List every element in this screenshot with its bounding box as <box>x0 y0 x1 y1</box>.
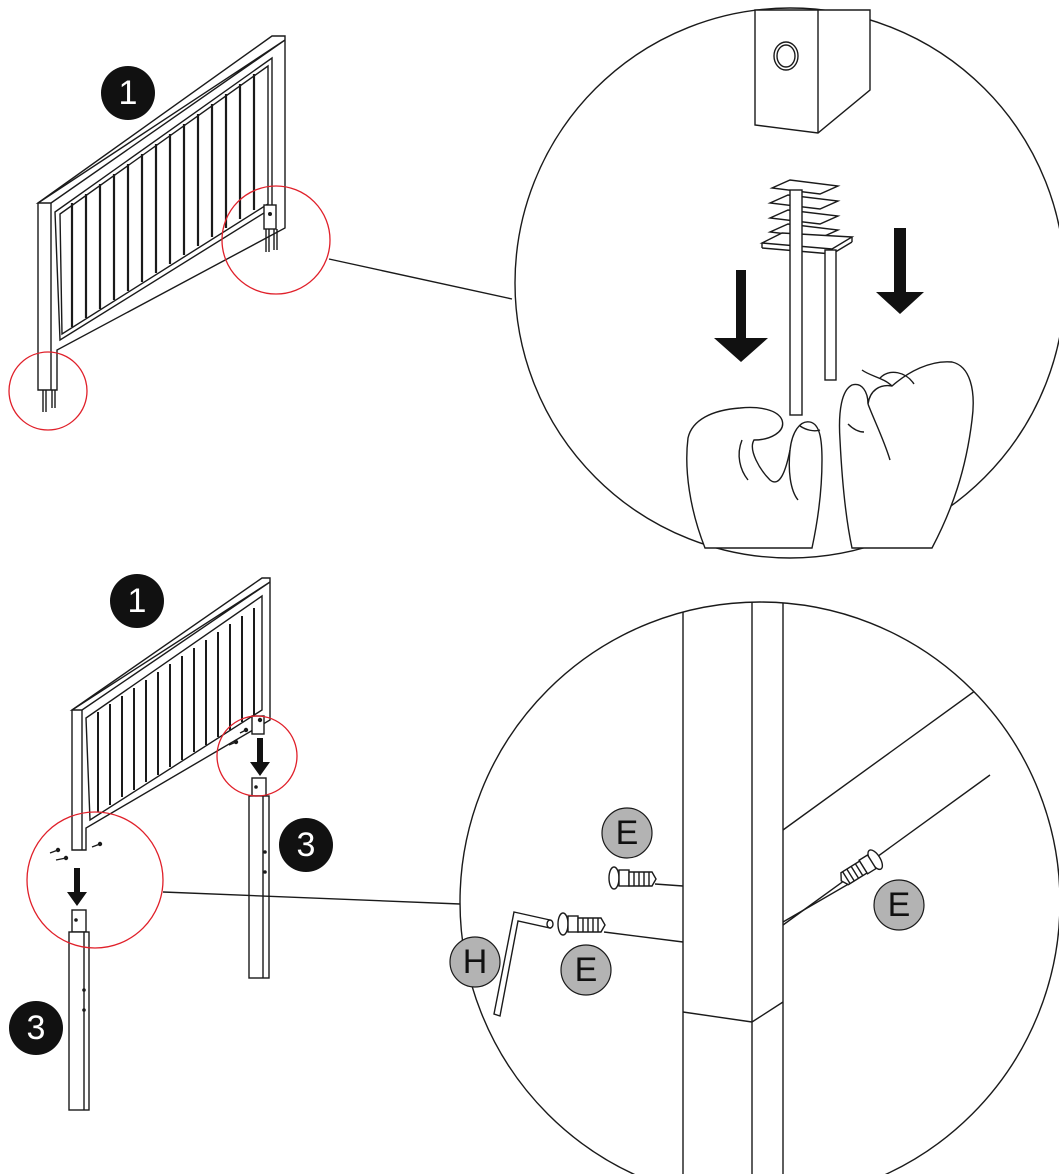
left-hand-illustration <box>686 406 823 549</box>
top-slats <box>70 74 256 327</box>
screw-e-upper <box>608 866 657 890</box>
highlight-circle-top-left <box>8 351 88 431</box>
top-headboard-panel <box>35 35 286 412</box>
part-badge: E <box>560 944 612 996</box>
screw-e-right <box>840 849 884 886</box>
down-arrow-icon <box>876 228 924 314</box>
down-arrow-icon <box>250 738 270 776</box>
step-badge-label: 1 <box>128 582 147 620</box>
step-badge: 3 <box>279 818 333 872</box>
part-badge-label: E <box>888 886 911 924</box>
zoom-detail-bottom <box>459 601 1059 1174</box>
highlight-circle-top-right <box>221 185 331 295</box>
part-badge-label: H <box>463 943 488 981</box>
right-hand-illustration <box>838 361 974 549</box>
part-badge-label: E <box>575 951 598 989</box>
step-badge-label: 3 <box>27 1009 46 1047</box>
part-badge: E <box>873 879 925 931</box>
down-arrow-icon <box>67 868 87 906</box>
step-badge-label: 1 <box>119 74 138 112</box>
step-badge: 1 <box>110 574 164 628</box>
zoom-connector-bottom <box>162 891 461 905</box>
part-badge: E <box>601 807 653 859</box>
highlight-circle-bottom-right <box>216 715 298 797</box>
zoom-connector-top <box>328 258 513 300</box>
bottom-headboard-panel <box>49 577 271 1111</box>
bottom-slats <box>97 608 255 812</box>
highlight-circle-bottom-left <box>26 811 164 949</box>
part-badge: H <box>449 936 501 988</box>
screw-e-lower <box>557 912 606 936</box>
down-arrow-icon <box>714 270 768 362</box>
part-badge-label: E <box>616 814 639 852</box>
step-badge: 1 <box>101 66 155 120</box>
step-badge: 3 <box>9 1001 63 1055</box>
zoom-detail-top <box>514 7 1059 559</box>
step-badge-label: 3 <box>297 826 316 864</box>
